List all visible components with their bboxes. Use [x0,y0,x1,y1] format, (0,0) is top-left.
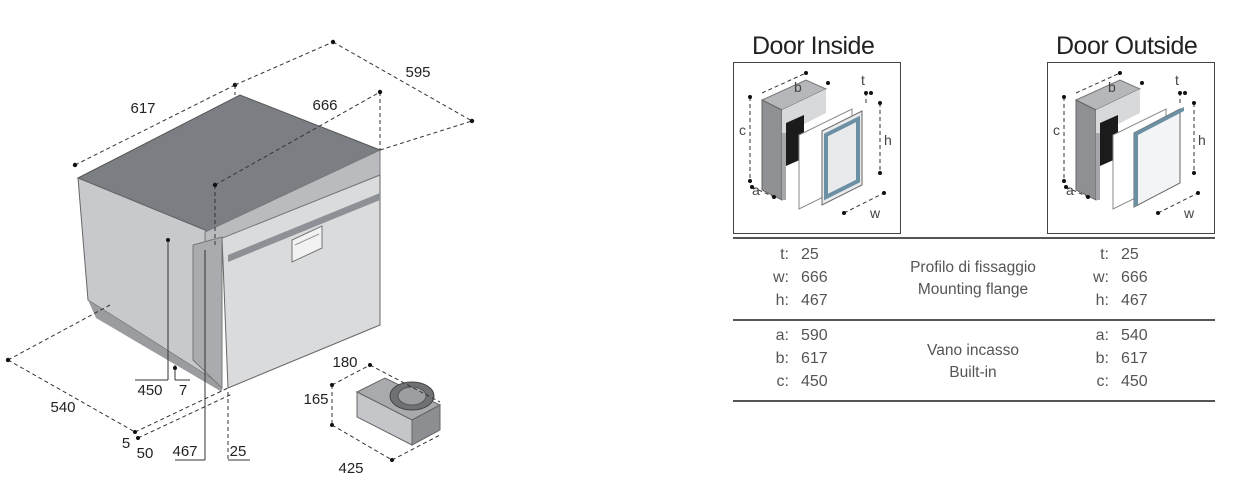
label-h: h [1198,132,1206,148]
inside-t-row: t:25 [780,246,819,263]
dim-425-label: 425 [338,460,363,477]
dim-165-label: 165 [303,391,328,408]
mounting-flange-label: Profilo di fissaggio Mounting flange [910,259,1036,298]
inside-w-row: w:666 [773,269,828,286]
outside-c-row: c:450 [1096,373,1148,390]
door-inside-title: Door Inside [752,32,875,60]
dim-617-label: 617 [130,100,155,117]
label-w: w [869,205,881,221]
door-inside-diagram: b t c h a w [733,62,901,234]
inside-a-row: a:590 [775,327,828,344]
fridge-cabinet [76,94,382,392]
door-outside-title: Door Outside [1056,32,1198,60]
built-in-label: Vano incasso Built-in [927,342,1019,381]
compressor-unit [330,363,442,462]
outside-w-row: w:666 [1093,269,1148,286]
label-h: h [884,132,892,148]
dim-25-label: 25 [230,443,247,460]
label-c: c [1053,122,1060,138]
table-rule-middle [733,319,1215,321]
dim-540-label: 540 [50,399,75,416]
dim-50-label: 50 [137,445,154,462]
label-w: w [1183,205,1195,221]
dimension-lines [5,39,475,461]
door-outside-diagram: b t c h a w [1047,62,1215,234]
outside-h-row: h:467 [1095,292,1148,309]
label-b: b [1108,79,1116,95]
inside-c-row: c:450 [776,373,828,390]
outside-b-row: b:617 [1095,350,1148,367]
dim-595-label: 595 [405,64,430,81]
dim-180-label: 180 [332,354,357,371]
outside-t-row: t:25 [1100,246,1139,263]
outside-a-row: a:540 [1095,327,1148,344]
inside-h-row: h:467 [775,292,828,309]
table-rule-bottom [733,400,1215,402]
label-t: t [861,72,865,88]
dim-467-label: 467 [172,443,197,460]
label-t: t [1175,72,1179,88]
dim-5-label: 5 [122,435,130,452]
label-c: c [739,122,746,138]
label-a: a [752,182,760,198]
dim-450-label: 450 [137,382,162,399]
label-a: a [1066,182,1074,198]
fridge-dimension-drawing: 617 595 666 540 450 7 5 50 467 25 180 16… [5,39,475,477]
table-rule-top [733,237,1215,239]
label-b: b [794,79,802,95]
inside-b-row: b:617 [775,350,828,367]
dim-7-label: 7 [179,382,187,399]
dim-666-label: 666 [312,97,337,114]
